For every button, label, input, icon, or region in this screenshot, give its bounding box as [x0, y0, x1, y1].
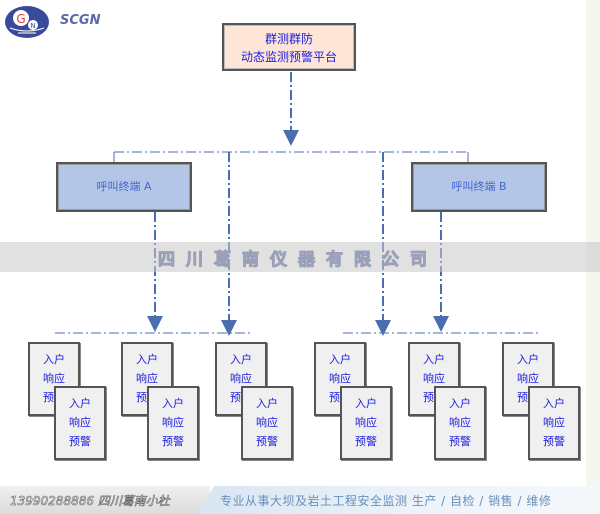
card-text-line1: 入户: [355, 397, 377, 410]
card-text-line2: 响应: [256, 416, 278, 429]
card-text-line1: 入户: [449, 397, 471, 410]
card-text-line2: 响应: [449, 416, 471, 429]
card-text-line2: 响应: [136, 372, 158, 385]
card-text-line3: 预警: [162, 435, 184, 448]
card-text-line2: 响应: [355, 416, 377, 429]
card-text-line2: 响应: [43, 372, 65, 385]
card-text-line2: 响应: [329, 372, 351, 385]
card-text-line1: 入户: [69, 397, 91, 410]
card-text-line1: 入户: [423, 353, 445, 366]
card-text-line1: 入户: [43, 353, 65, 366]
card-text-line3: 预警: [449, 435, 471, 448]
svg-text:N: N: [30, 22, 35, 30]
watermark-text: 四川葛南仪器有限公司: [158, 250, 438, 271]
response-warning-card: 入户响应预警: [434, 386, 486, 460]
card-text-line1: 入户: [136, 353, 158, 366]
card-text-line1: 入户: [329, 353, 351, 366]
platform-node-line1: 群测群防: [264, 32, 313, 46]
svg-text:G: G: [16, 12, 25, 26]
response-warning-card: 入户响应预警: [241, 386, 293, 460]
watermark-band: [0, 242, 600, 272]
card-text-line1: 入户: [517, 353, 539, 366]
card-text-line3: 预警: [543, 435, 565, 448]
footer-left-panel: [0, 486, 210, 514]
footer-phone-text: 13990288886 四川葛南小杜: [10, 494, 170, 509]
card-text-line2: 响应: [162, 416, 184, 429]
response-warning-card: 入户响应预警: [147, 386, 199, 460]
card-text-line3: 预警: [69, 435, 91, 448]
response-warning-card: 入户响应预警: [528, 386, 580, 460]
card-text-line1: 入户: [256, 397, 278, 410]
card-text-line2: 响应: [230, 372, 252, 385]
card-text-line1: 入户: [230, 353, 252, 366]
card-text-line1: 入户: [162, 397, 184, 410]
card-text-line2: 响应: [543, 416, 565, 429]
footer-slogan: 专业从事大坝及岩土工程安全监测 生产 / 自检 / 销售 / 维修: [220, 494, 552, 508]
logo-text: SCGN: [60, 13, 101, 28]
footer-right-panel: [198, 486, 600, 514]
gn-logo-icon: G N: [5, 6, 49, 38]
response-warning-card: 入户响应预警: [54, 386, 106, 460]
card-text-line2: 响应: [423, 372, 445, 385]
platform-node: 群测群防 动态监测预警平台: [222, 23, 356, 71]
card-text-line2: 响应: [69, 416, 91, 429]
card-text-line1: 入户: [543, 397, 565, 410]
card-text-line3: 预警: [355, 435, 377, 448]
terminal-a-node: 呼叫终端 A: [56, 162, 192, 212]
card-text-line2: 响应: [517, 372, 539, 385]
terminal-b-node: 呼叫终端 B: [411, 162, 547, 212]
card-text-line3: 预警: [256, 435, 278, 448]
response-warning-card: 入户响应预警: [340, 386, 392, 460]
platform-node-line2: 动态监测预警平台: [240, 50, 337, 64]
